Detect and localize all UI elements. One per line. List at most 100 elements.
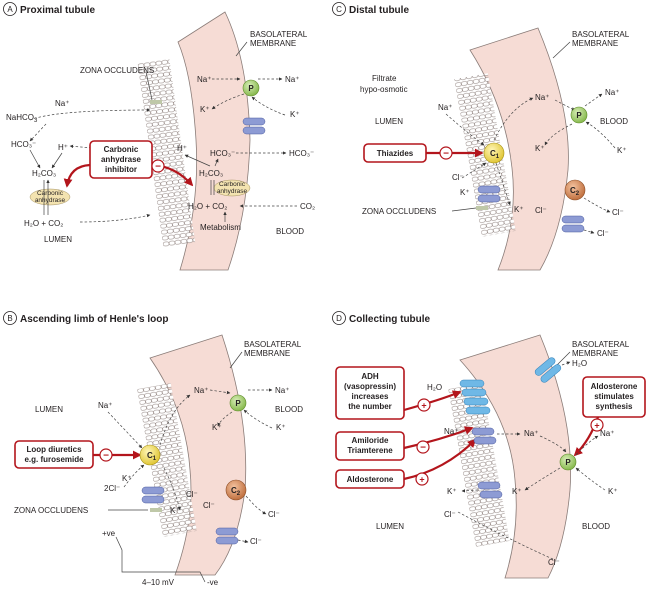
stimulate-sign-synthesis: +	[594, 421, 599, 431]
arrow-h-secrete	[69, 144, 151, 151]
na-blood-a: Na⁺	[285, 75, 299, 84]
arrow-na-pump-c	[554, 99, 576, 111]
basolateral-c-2: MEMBRANE	[572, 39, 618, 48]
drug-c-label: Thiazides	[377, 149, 414, 158]
arrow-h2co3-to-h	[184, 154, 211, 167]
cl-lumen-b: 2Cl⁻	[104, 484, 120, 493]
cl-c2-b: Cl⁻	[203, 501, 215, 510]
basolateral-pointer-c	[552, 41, 571, 59]
channel-b-4	[215, 536, 239, 545]
panel-d-letter: D	[336, 314, 342, 323]
inhibit-arrow-amiloride	[403, 426, 474, 450]
panel-b-title: Ascending limb of Henle's loop	[20, 314, 169, 325]
co2-blood-a: CO₂	[300, 202, 315, 211]
voltage-bracket	[115, 536, 206, 583]
hco3-lumen: HCO₃⁻	[11, 140, 36, 149]
blood-d: BLOOD	[582, 522, 610, 531]
cl-blood-d: Cl⁻	[548, 558, 560, 567]
stim-line1: Aldosterone	[591, 382, 638, 391]
arrow-na-reabsorb	[29, 108, 151, 121]
arrow-h2co3-equilibrium	[43, 180, 48, 215]
k-blood-a: K⁺	[290, 110, 300, 119]
brush-border-b	[137, 383, 197, 537]
stimulate-sign-aldo: +	[419, 475, 424, 485]
channel-c-2	[477, 194, 501, 203]
henle-cell	[149, 334, 247, 576]
h2o-lumen-d: H₂O	[427, 383, 442, 392]
panel-d-badge	[332, 311, 346, 325]
adh-line2: (vasopressin)	[344, 382, 396, 391]
arrow-na-out-c	[584, 93, 603, 107]
k-lumen-b: K⁺	[122, 474, 132, 483]
na-lumen: Na⁺	[55, 99, 69, 108]
k-channel-d-1	[477, 481, 501, 490]
panel-c-badge	[332, 2, 346, 16]
zona-label: ZONA OCCLUDENS	[80, 66, 154, 75]
stimulate-icon-adh	[417, 398, 431, 412]
panel-b-letter: B	[7, 314, 12, 323]
cl-cell-c: Cl⁻	[535, 206, 547, 215]
arrow-na-to-pump-d	[539, 435, 567, 453]
arrow-cl-in-c	[461, 162, 487, 179]
cotransporter-c2-c	[564, 179, 586, 201]
basolateral-b-2: MEMBRANE	[244, 349, 290, 358]
channel-b-1	[141, 486, 165, 495]
arrow-k-to-cell-d	[524, 467, 561, 491]
inhibit-sign-c: −	[443, 149, 449, 160]
pump-icon-d	[559, 453, 577, 471]
cl-lumen-d: Cl⁻	[444, 510, 456, 519]
arrow-h2o-out	[561, 361, 571, 366]
pump-icon-c	[570, 106, 588, 124]
channel-b-3	[215, 527, 239, 536]
filtrate-1: Filtrate	[372, 74, 397, 83]
cl-blood-b-2: Cl⁻	[250, 537, 262, 546]
basolateral-c-1: BASOLATERAL	[572, 30, 630, 39]
inhibit-sign-a: −	[155, 162, 161, 173]
amil-line2: Triamterene	[347, 446, 393, 455]
arrow-k-in-d	[575, 467, 606, 491]
hco3-cell-a: HCO₃⁻	[210, 149, 235, 158]
drug-b-line1: Loop diuretics	[26, 445, 82, 454]
channel-a-1	[242, 117, 266, 126]
aquaporin-basolateral	[534, 357, 562, 383]
h2co3-lumen: H₂CO₃	[32, 169, 56, 178]
na-lumen-c: Na⁺	[438, 103, 452, 112]
stimulate-icon-aldo	[415, 472, 429, 486]
lumen-c: LUMEN	[375, 117, 403, 126]
na-blood-c: Na⁺	[605, 88, 619, 97]
ca-cell-2: anhydrase	[217, 188, 248, 195]
arrow-co2-into-cell	[79, 214, 151, 223]
panel-a: A Proximal tubule BASOLATERAL MEMBRANE Z…	[3, 2, 315, 271]
arrow-k-to-cell-a	[211, 93, 245, 110]
stimulate-sign-adh: +	[421, 401, 426, 411]
pump-label-d: P	[565, 458, 571, 467]
c1-label-c: C1	[490, 149, 500, 160]
basolateral-label-2: MEMBRANE	[250, 39, 296, 48]
panel-c-title: Distal tubule	[349, 5, 409, 16]
channel-c-4	[561, 224, 585, 233]
ca-cell-1: Carbonic	[219, 181, 246, 188]
cotransporter-c2-b	[225, 479, 247, 501]
arrow-k-in-b	[243, 409, 273, 429]
blood-c: BLOOD	[600, 117, 628, 126]
zona-b: ZONA OCCLUDENS	[14, 506, 88, 515]
blood-b: BLOOD	[275, 405, 303, 414]
tight-junction-b	[150, 508, 162, 512]
voltage-label: 4–10 mV	[142, 578, 175, 587]
panel-c-letter: C	[336, 5, 342, 14]
arrow-cl-out-c	[583, 197, 611, 213]
arrow-cl-in-b	[123, 464, 145, 488]
carbonic-anhydrase-lumen	[29, 188, 71, 206]
distal-cell	[469, 27, 569, 271]
panel-b: B Ascending limb of Henle's loop BASOLAT…	[3, 311, 303, 587]
channel-b-2	[141, 495, 165, 504]
arrow-h2co3-to-hco3	[214, 158, 219, 167]
na-lumen-b: Na⁺	[98, 401, 112, 410]
arrow-cl-channel-c	[583, 229, 595, 234]
nahco3-label: NaHCO3	[6, 113, 38, 124]
cl-blood-c-2: Cl⁻	[597, 229, 609, 238]
pve-label: +ve	[102, 529, 116, 538]
panel-a-title: Proximal tubule	[20, 5, 95, 16]
hco3-blood-a: HCO₃⁻	[289, 149, 314, 158]
